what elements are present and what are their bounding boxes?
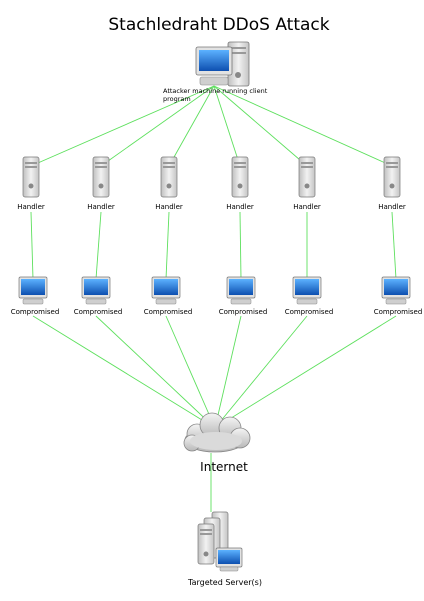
handler-label: Handler <box>17 203 45 211</box>
handler-label: Handler <box>155 203 183 211</box>
link-attacker-handler <box>213 85 241 167</box>
handler-server-icon <box>160 156 178 198</box>
handler-server-icon <box>92 156 110 198</box>
link-attacker-handler <box>168 85 215 167</box>
link-handler-compromised <box>391 211 397 280</box>
link-compromised-internet <box>165 315 216 429</box>
link-compromised-internet <box>32 315 216 429</box>
attacker-machine-icon <box>195 41 250 87</box>
compromised-monitor-icon <box>81 276 111 305</box>
handler-server-icon <box>383 156 401 198</box>
compromised-monitor-icon <box>18 276 48 305</box>
targeted-servers-icon <box>197 511 243 572</box>
internet-cloud-icon <box>183 412 251 453</box>
link-compromised-internet <box>95 315 216 429</box>
handler-label: Handler <box>226 203 254 211</box>
compromised-monitor-icon <box>226 276 256 305</box>
compromised-monitor-icon <box>151 276 181 305</box>
handler-label: Handler <box>87 203 115 211</box>
compromised-monitor-icon <box>292 276 322 305</box>
compromised-monitor-icon <box>381 276 411 305</box>
handler-server-icon <box>22 156 40 198</box>
diagram-title: Stachledraht DDoS Attack <box>108 15 329 35</box>
compromised-label: Compromised <box>374 308 423 316</box>
link-compromised-internet <box>214 315 242 429</box>
link-attacker-handler <box>100 85 215 167</box>
link-handler-compromised <box>30 211 34 280</box>
compromised-label: Compromised <box>285 308 334 316</box>
link-handler-compromised <box>95 211 102 280</box>
attacker-label-line1: Attacker machine running client <box>163 87 268 95</box>
compromised-label: Compromised <box>11 308 60 316</box>
internet-label: Internet <box>200 460 248 474</box>
compromised-label: Compromised <box>144 308 193 316</box>
link-attacker-handler <box>213 85 308 167</box>
attacker-label-line2: program <box>163 95 191 103</box>
compromised-nodes: Compromised Compromised Compromised Comprom… <box>11 276 423 316</box>
link-compromised-internet <box>214 315 397 429</box>
handler-label: Handler <box>293 203 321 211</box>
handler-nodes: Handler Handler Handler Handler Handler Handl… <box>17 156 406 211</box>
link-compromised-internet <box>214 315 308 429</box>
link-attacker-handler <box>213 85 393 167</box>
link-handler-compromised <box>239 211 242 280</box>
link-handler-compromised <box>165 211 170 280</box>
handler-label: Handler <box>378 203 406 211</box>
compromised-label: Compromised <box>74 308 123 316</box>
compromised-label: Compromised <box>219 308 268 316</box>
link-attacker-handler <box>30 85 215 167</box>
handler-server-icon <box>298 156 316 198</box>
handler-server-icon <box>231 156 249 198</box>
targeted-servers-label: Targeted Server(s) <box>187 578 262 587</box>
connection-lines <box>30 85 397 512</box>
